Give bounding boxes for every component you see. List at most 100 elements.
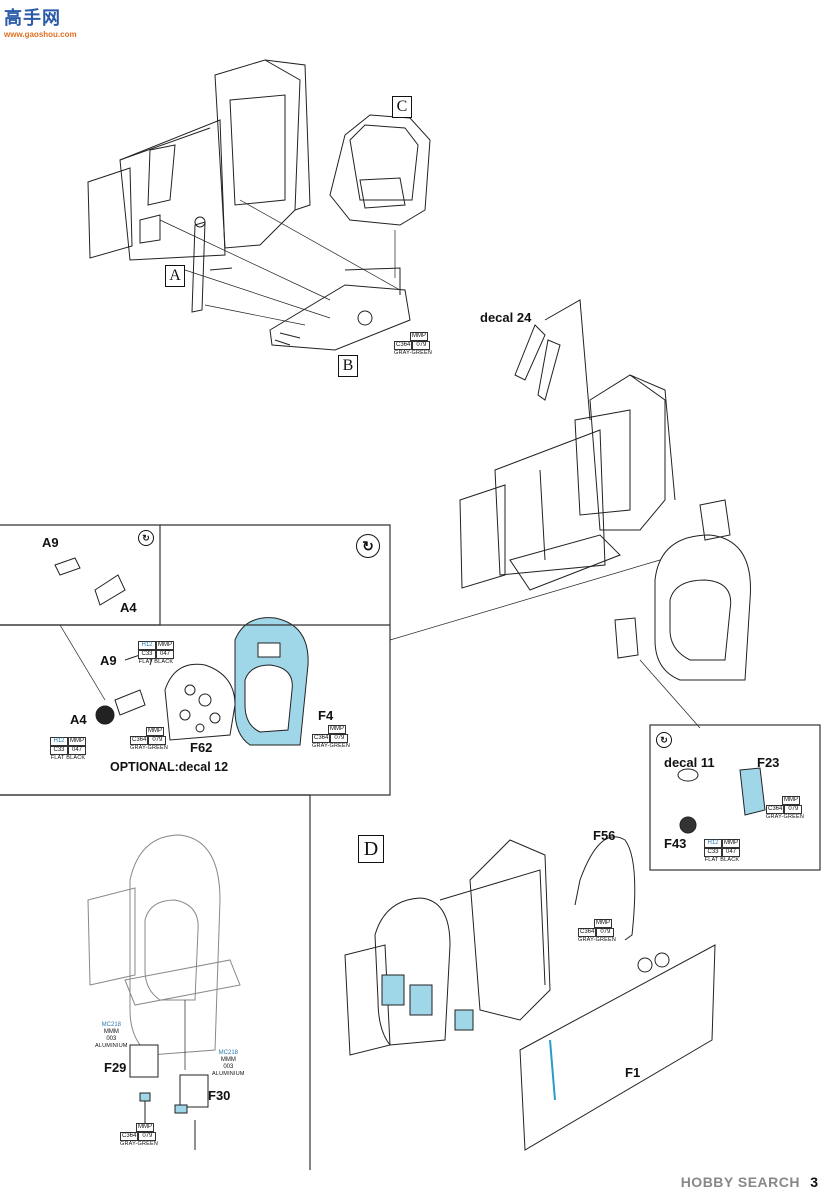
step-label-d: D xyxy=(358,835,384,863)
seat-mounts xyxy=(129,1000,209,1150)
paint-name: GRAY-GREEN xyxy=(766,814,805,820)
paint-code: C364 xyxy=(766,805,785,814)
paint-h: H12 xyxy=(138,641,156,650)
part-label-a4: A4 xyxy=(70,712,87,727)
paint-name: FLAT BLACK xyxy=(50,755,86,761)
panel-f62 xyxy=(164,663,236,741)
paint-mmp: MMP xyxy=(146,727,164,736)
f23-f43-parts xyxy=(677,767,766,834)
paint-name: ALUMINIUM xyxy=(212,1071,245,1077)
paint-code: C364 xyxy=(578,928,597,937)
paint-name: ALUMINIUM xyxy=(95,1043,128,1049)
paint-h: MC218 xyxy=(101,1022,121,1028)
cockpit-assembled-mid xyxy=(459,374,676,591)
optional-icon: ↻ xyxy=(656,732,672,748)
part-label-a9: A9 xyxy=(100,653,117,668)
part-label-f56: F56 xyxy=(593,828,616,843)
decal-24-label: decal 24 xyxy=(480,310,532,325)
harness xyxy=(514,299,591,421)
option-parts xyxy=(54,557,156,725)
logo-url: www.gaoshou.com xyxy=(4,30,77,39)
paint-mmp: MMP xyxy=(328,725,346,734)
paint-mmp: MMM xyxy=(220,1057,236,1063)
paint-code: C33 xyxy=(138,650,156,659)
paint-code: C33 xyxy=(704,848,722,857)
paint-code: C33 xyxy=(50,746,68,755)
paint-h: H12 xyxy=(704,839,722,848)
paint-name: GRAY-GREEN xyxy=(578,937,617,943)
paint-mmp: MMP xyxy=(156,641,174,650)
paint-code: C364 xyxy=(130,736,149,745)
watermark: HOBBY SEARCH xyxy=(680,1174,800,1190)
paint-number: 003 xyxy=(106,1036,117,1042)
part-label-f29: F29 xyxy=(104,1060,127,1075)
paint-mmp: MMP xyxy=(594,919,612,928)
step-label-a: A xyxy=(165,265,185,287)
paint-h: H12 xyxy=(50,737,68,746)
optional-icon: ↻ xyxy=(138,530,154,546)
ghost-assembly xyxy=(87,834,241,1056)
paint-number: 079 xyxy=(148,736,167,745)
paint-number: 079 xyxy=(138,1132,157,1141)
optional-decal-label: OPTIONAL:decal 12 xyxy=(110,760,229,774)
paint-number: 079 xyxy=(330,734,349,743)
part-label-a4: A4 xyxy=(120,600,137,615)
paint-number: 079 xyxy=(412,341,431,350)
paint-h: MC218 xyxy=(218,1050,238,1056)
paint-callout-aluminium: MC218 MMM 003 ALUMINIUM xyxy=(95,1022,128,1050)
paint-number: 047 xyxy=(156,650,174,659)
part-label-f43: F43 xyxy=(664,836,687,851)
step-label-b: B xyxy=(338,355,358,377)
site-logo: 高手网 www.gaoshou.com xyxy=(4,4,77,39)
step-label-c: C xyxy=(392,96,412,118)
paint-number: 003 xyxy=(223,1064,234,1070)
logo-title: 高手网 xyxy=(4,8,61,28)
paint-code: C364 xyxy=(120,1132,139,1141)
part-label-f1: F1 xyxy=(625,1065,641,1080)
part-label-f23: F23 xyxy=(757,755,780,770)
frame-assembly-top xyxy=(87,59,311,261)
part-label-f4: F4 xyxy=(318,708,334,723)
paint-mmp: MMM xyxy=(103,1029,119,1035)
panel-front-right xyxy=(614,499,751,681)
paint-name: GRAY-GREEN xyxy=(130,745,169,751)
paint-name: GRAY-GREEN xyxy=(120,1141,159,1147)
part-label-f62: F62 xyxy=(190,740,213,755)
paint-name: GRAY-GREEN xyxy=(312,743,351,749)
paint-number: 047 xyxy=(68,746,86,755)
paint-code: C364 xyxy=(394,341,413,350)
page-number: 3 xyxy=(810,1174,818,1190)
paint-mmp: MMP xyxy=(136,1123,154,1132)
paint-mmp: MMP xyxy=(68,737,86,746)
panel-f4 xyxy=(234,617,309,746)
paint-number: 079 xyxy=(596,928,615,937)
cockpit-assembled-final xyxy=(344,836,716,1151)
paint-number: 079 xyxy=(784,805,803,814)
paint-code: C364 xyxy=(312,734,331,743)
control-stick xyxy=(191,216,233,313)
seat xyxy=(329,114,431,226)
paint-mmp: MMP xyxy=(722,839,740,848)
paint-name: FLAT BLACK xyxy=(704,857,740,863)
decal-11-label: decal 11 xyxy=(664,755,715,770)
paint-callout-aluminium: MC218 MMM 003 ALUMINIUM xyxy=(212,1050,245,1078)
paint-mmp: MMP xyxy=(410,332,428,341)
optional-icon: ↻ xyxy=(356,534,380,558)
paint-name: FLAT BLACK xyxy=(138,659,174,665)
part-label-a9: A9 xyxy=(42,535,59,550)
paint-name: GRAY-GREEN xyxy=(394,350,433,356)
paint-number: 047 xyxy=(722,848,740,857)
part-label-f30: F30 xyxy=(208,1088,231,1103)
paint-mmp: MMP xyxy=(782,796,800,805)
cockpit-floor xyxy=(269,267,411,351)
